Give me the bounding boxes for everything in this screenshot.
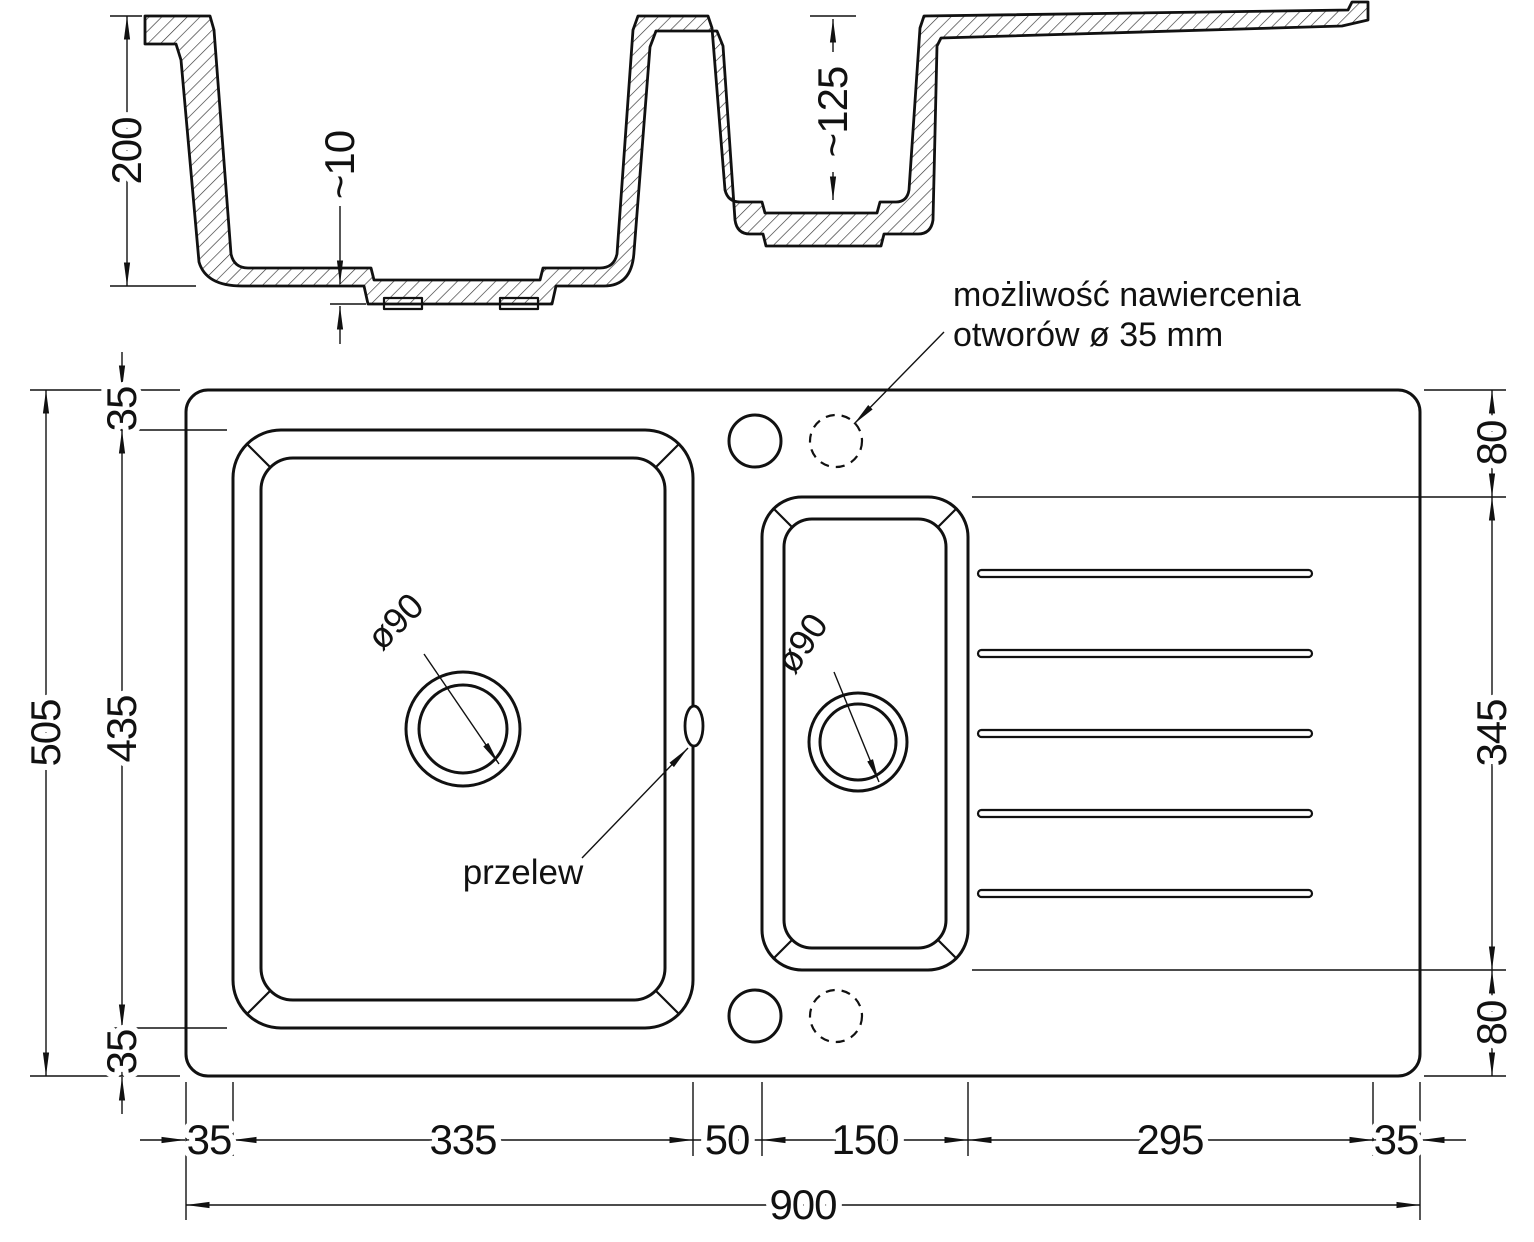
dim-small-depth-125: ~125 xyxy=(809,67,856,158)
plan-dimensions-bottom: 35 335 50 150 295 35 900 xyxy=(140,1082,1466,1234)
tap-hole-drilled-bottom xyxy=(727,988,783,1044)
small-drain-inner-circle xyxy=(818,702,898,782)
small-bowl-inner xyxy=(782,517,948,950)
bowl-corner-tick xyxy=(937,939,957,959)
dim-right-345: 345 xyxy=(1468,699,1515,766)
tap-hole-optional-top xyxy=(808,413,864,469)
dim-right-top-80: 80 xyxy=(1468,421,1515,466)
drill-note-leader xyxy=(853,331,945,425)
section-material-profile xyxy=(143,0,1370,306)
drain-pad-left xyxy=(382,296,424,311)
label-przelew: przelew xyxy=(463,853,584,892)
dim-right-bottom-80: 80 xyxy=(1468,1001,1515,1046)
label-drill-note-2: otworów ø 35 mm xyxy=(953,316,1223,354)
dim-bottom-35-right: 35 xyxy=(1374,1116,1419,1163)
sink-outline xyxy=(184,388,1422,1078)
bowl-corner-tick xyxy=(655,443,680,468)
main-drain-leader xyxy=(423,653,500,765)
bowl-corner-tick xyxy=(773,939,793,959)
small-drain-outer-circle xyxy=(807,691,909,793)
main-bowl-outer xyxy=(231,428,695,1030)
dim-left-top-35: 35 xyxy=(98,387,145,432)
cross-section-view: 200 ~10 ~125 xyxy=(97,0,1370,344)
dim-recess-10: ~10 xyxy=(316,131,363,199)
dim-bottom-900: 900 xyxy=(769,1181,836,1228)
bowl-corner-tick xyxy=(246,990,271,1015)
plan-view: ø90 ø90 przelew możliwość nawiercenia ot… xyxy=(184,276,1422,1078)
bowl-corner-tick xyxy=(937,508,957,528)
dim-bottom-295: 295 xyxy=(1136,1116,1203,1163)
tap-hole-drilled-top xyxy=(727,413,783,469)
bowl-corner-tick xyxy=(655,990,680,1015)
drainer-groove xyxy=(976,648,1314,659)
overflow-slot xyxy=(683,704,705,748)
dim-depth-200: 200 xyxy=(103,117,150,184)
label-drill-note-1: możliwość nawiercenia xyxy=(953,276,1301,314)
dim-bottom-35-left: 35 xyxy=(187,1116,232,1163)
small-drain-leader xyxy=(833,671,880,783)
drainer-groove xyxy=(976,808,1314,819)
main-bowl-inner xyxy=(259,456,667,1002)
tap-hole-optional-bottom xyxy=(808,988,864,1044)
dim-bottom-50: 50 xyxy=(705,1116,750,1163)
plan-dimensions-right: 80 345 80 xyxy=(972,389,1521,1077)
label-small-drain-diameter: ø90 xyxy=(767,606,836,680)
dim-bottom-150: 150 xyxy=(831,1116,898,1163)
plan-dimensions-left: 505 35 435 35 xyxy=(16,352,227,1114)
small-bowl-outer xyxy=(760,495,970,972)
main-drain-outer-circle xyxy=(404,670,522,788)
drainer-groove xyxy=(976,728,1314,739)
bowl-corner-tick xyxy=(246,443,271,468)
main-drain-inner-circle xyxy=(417,683,509,775)
label-main-drain-diameter: ø90 xyxy=(359,585,432,658)
overflow-leader xyxy=(581,747,689,859)
drain-pad-right xyxy=(498,296,540,311)
dim-left-505: 505 xyxy=(22,699,69,766)
drainer-groove xyxy=(976,888,1314,899)
dim-left-bottom-35: 35 xyxy=(98,1030,145,1075)
dim-left-435: 435 xyxy=(98,695,145,762)
bowl-corner-tick xyxy=(773,508,793,528)
dim-bottom-335: 335 xyxy=(429,1116,496,1163)
drainer-groove xyxy=(976,568,1314,579)
